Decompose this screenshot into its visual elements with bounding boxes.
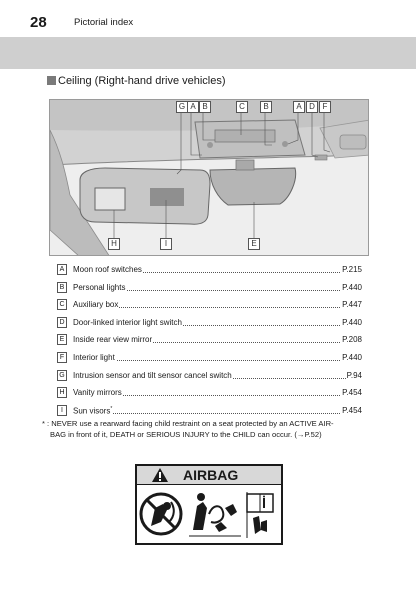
callout-bottom-h: H (108, 238, 120, 250)
legend-page-ref: P.440 (341, 282, 362, 292)
header-band (0, 37, 416, 69)
callout-bottom-e: E (248, 238, 260, 250)
airbag-label-pictograms (139, 492, 274, 538)
subheading-text: Ceiling (Right-hand drive vehicles) (58, 75, 226, 87)
callout-top-d: D (306, 101, 318, 113)
ceiling-figure: G A B C B A D F H I E (49, 99, 369, 256)
subheading: Ceiling (Right-hand drive vehicles) (47, 75, 226, 87)
leader-dots (73, 412, 362, 414)
leader-dots (73, 307, 362, 309)
leader-dots (73, 359, 362, 361)
legend-key: A (57, 264, 67, 275)
legend-key: I (57, 404, 67, 416)
legend-key: C (57, 299, 67, 311)
legend-page-ref: P.440 (341, 352, 362, 362)
leader-dots (73, 324, 362, 326)
leader-dots (73, 395, 362, 397)
legend-row: E Inside rear view mirror P.208 (57, 332, 362, 350)
legend-label: Auxiliary box (73, 300, 120, 310)
legend-page-ref: P.454 (341, 405, 362, 415)
callout-top-g: G (176, 101, 188, 113)
callout-top-a2: A (293, 101, 305, 113)
ceiling-illustration (50, 100, 368, 255)
callout-top-f: F (319, 101, 331, 113)
callout-top-a: A (187, 101, 199, 113)
legend-label: Inside rear view mirror (73, 335, 154, 345)
legend-list: A Moon roof switches P.215 B Personal light… (57, 262, 362, 420)
footnote-line-2: BAG in front of it, DEATH or SERIOUS INJ… (50, 430, 322, 439)
legend-row: A Moon roof switches P.215 (57, 262, 362, 280)
legend-page-ref: P.440 (341, 317, 362, 327)
callout-bottom-i: I (160, 238, 172, 250)
legend-row: H Vanity mirrors P.454 (57, 385, 362, 403)
leader-dots (73, 289, 362, 291)
callout-top-b2: B (260, 101, 272, 113)
square-bullet-icon (47, 76, 56, 85)
legend-page-ref: P.215 (341, 265, 362, 274)
legend-key: B (57, 281, 67, 293)
legend-label: Intrusion sensor and tilt sensor cancel … (73, 370, 233, 380)
leader-dots (73, 272, 362, 273)
airbag-deploy-icon (189, 493, 241, 537)
legend-page-ref: P.447 (341, 300, 362, 310)
legend-key: H (57, 387, 67, 399)
legend-label: Vanity mirrors (73, 388, 123, 398)
legend-label: Moon roof switches (73, 265, 143, 274)
airbag-word: AIRBAG (183, 467, 239, 483)
legend-label: Interior light (73, 352, 116, 362)
legend-label: Personal lights (73, 282, 127, 292)
warning-triangle-icon (152, 468, 168, 482)
legend-label: Door-linked interior light switch (73, 317, 183, 327)
leader-dots (73, 342, 362, 344)
legend-key: D (57, 316, 67, 328)
callout-top-c: C (236, 101, 248, 113)
legend-label-text: Sun visors (73, 406, 111, 416)
legend-key: E (57, 334, 67, 346)
legend-row: G Intrusion sensor and tilt sensor cancel… (57, 368, 362, 386)
no-rear-facing-child-seat-icon (139, 492, 183, 536)
footnote-line-1: : NEVER use a rearward facing child rest… (47, 419, 334, 428)
legend-label: Sun visors* (73, 405, 114, 416)
footnote-marker: * (110, 405, 113, 412)
airbag-label-header: AIRBAG (137, 466, 281, 485)
legend-row: B Personal lights P.440 (57, 280, 362, 298)
airbag-warning-label: AIRBAG (135, 464, 283, 545)
legend-row: C Auxiliary box P.447 (57, 297, 362, 315)
footnote-mark: * (42, 419, 45, 428)
legend-row: I Sun visors* P.454 (57, 403, 362, 421)
legend-page-ref: P.454 (341, 388, 362, 398)
read-manual-icon (246, 492, 274, 538)
legend-page-ref: P.208 (341, 335, 362, 345)
page-number: 28 (30, 14, 47, 31)
legend-page-ref: P.94 (345, 370, 362, 380)
legend-row: F Interior light P.440 (57, 350, 362, 368)
legend-row: D Door-linked interior light switch P.440 (57, 315, 362, 333)
legend-key: G (57, 369, 67, 381)
legend-key: F (57, 351, 67, 363)
footnote: * : NEVER use a rearward facing child re… (42, 418, 365, 440)
callout-top-b: B (199, 101, 211, 113)
section-title: Pictorial index (74, 17, 134, 28)
